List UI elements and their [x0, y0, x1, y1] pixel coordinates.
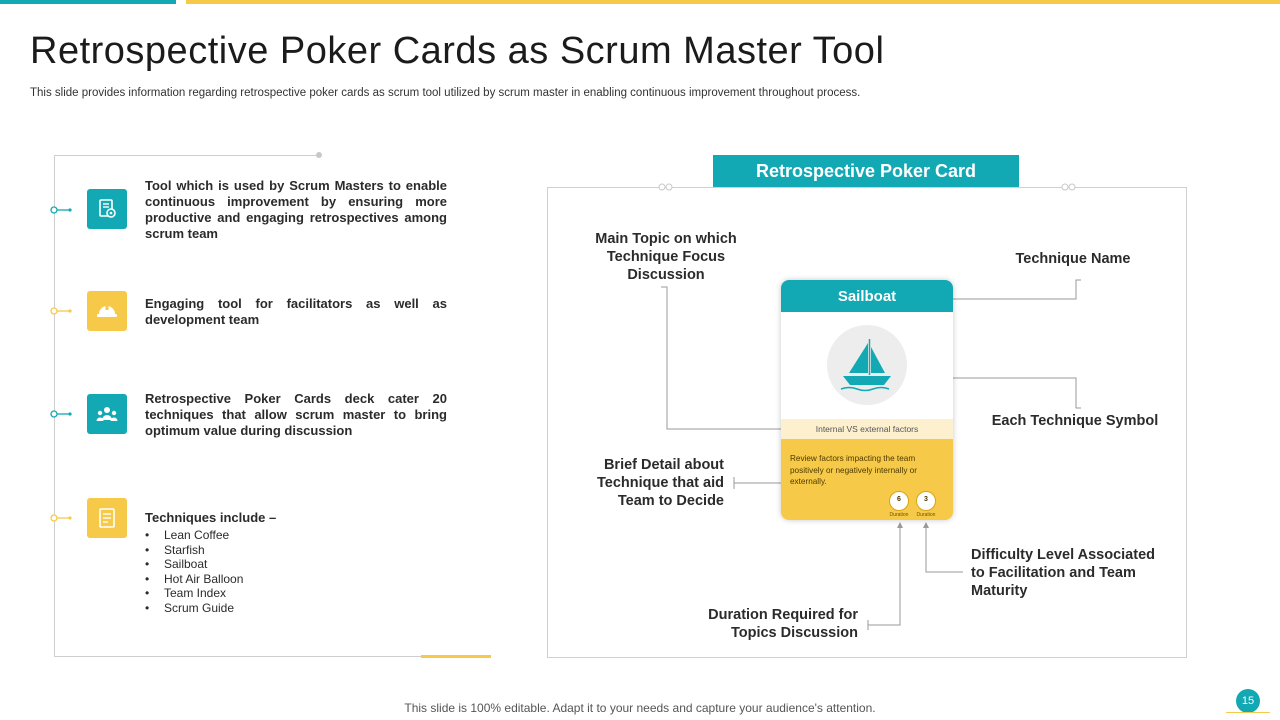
footer-note: This slide is 100% editable. Adapt it to… [404, 701, 876, 715]
poker-card-header: Retrospective Poker Card [713, 155, 1019, 187]
left-panel-bottom-border [54, 656, 491, 657]
page-title: Retrospective Poker Cards as Scrum Maste… [30, 30, 885, 72]
sailboat-icon [840, 339, 891, 392]
label-difficulty: Difficulty Level Associated to Facilitat… [971, 547, 1155, 599]
label-technique-name: Technique Name [1015, 251, 1131, 267]
left-panel-bottom-accent [421, 655, 491, 658]
list-item: Sailboat [145, 557, 447, 572]
left-panel-corner-dot [316, 152, 322, 158]
duration-gauge-label: Duration [889, 512, 909, 518]
label-duration: Duration Required for Topics Discussion [708, 607, 858, 641]
page-subtitle: This slide provides information regardin… [30, 87, 861, 99]
top-accent-yellow [186, 0, 1280, 4]
list-item: Lean Coffee [145, 528, 447, 543]
top-accent-teal [0, 0, 176, 4]
card-detail-area: Review factors impacting the team positi… [781, 439, 953, 520]
checklist-icon [87, 498, 127, 538]
left-item-4-text: Techniques include – [145, 510, 277, 525]
hard-hat-icon [87, 291, 127, 331]
list-item: Starfish [145, 543, 447, 558]
connector-icon [50, 514, 72, 522]
card-technique-name: Sailboat [781, 280, 953, 312]
panel-hinge-left [658, 183, 673, 191]
left-item-2-text: Engaging tool for facilitators as well a… [145, 296, 447, 327]
duration-gauge-icon: 6 [889, 491, 909, 511]
connector-icon [50, 206, 72, 214]
list-item: Team Index [145, 586, 447, 601]
sample-poker-card: Sailboat Internal VS external factors Re… [781, 280, 953, 520]
difficulty-gauge-icon: 3 [916, 491, 936, 511]
poker-card-panel [547, 187, 1187, 658]
list-item: Scrum Guide [145, 601, 447, 616]
difficulty-gauge-value: 3 [924, 496, 928, 503]
gears-document-icon [87, 189, 127, 229]
duration-gauge-value: 6 [897, 496, 901, 503]
left-panel-left-border [54, 155, 55, 656]
list-item: Hot Air Balloon [145, 572, 447, 587]
difficulty-gauge-label: Duration [916, 512, 936, 518]
panel-hinge-right [1061, 183, 1076, 191]
label-main-topic: Main Topic on which Technique Focus Disc… [595, 231, 737, 283]
page-number-underline [1226, 712, 1270, 713]
connector-icon [50, 307, 72, 315]
card-description: Review factors impacting the team positi… [790, 454, 917, 486]
techniques-list: Lean Coffee Starfish Sailboat Hot Air Ba… [145, 528, 447, 615]
card-topic-strip: Internal VS external factors [781, 419, 953, 439]
left-item-1-text: Tool which is used by Scrum Masters to e… [145, 178, 447, 241]
page-number-badge: 15 [1236, 689, 1260, 713]
left-item-3-text: Retrospective Poker Cards deck cater 20 … [145, 391, 447, 438]
team-icon [87, 394, 127, 434]
label-technique-symbol: Each Technique Symbol [991, 413, 1159, 429]
left-panel-top-border [54, 155, 319, 156]
connector-icon [50, 410, 72, 418]
left-item-4: Techniques include – Lean Coffee Starfis… [145, 510, 447, 615]
label-brief-detail: Brief Detail about Technique that aid Te… [596, 457, 724, 509]
card-symbol-circle [827, 325, 907, 405]
